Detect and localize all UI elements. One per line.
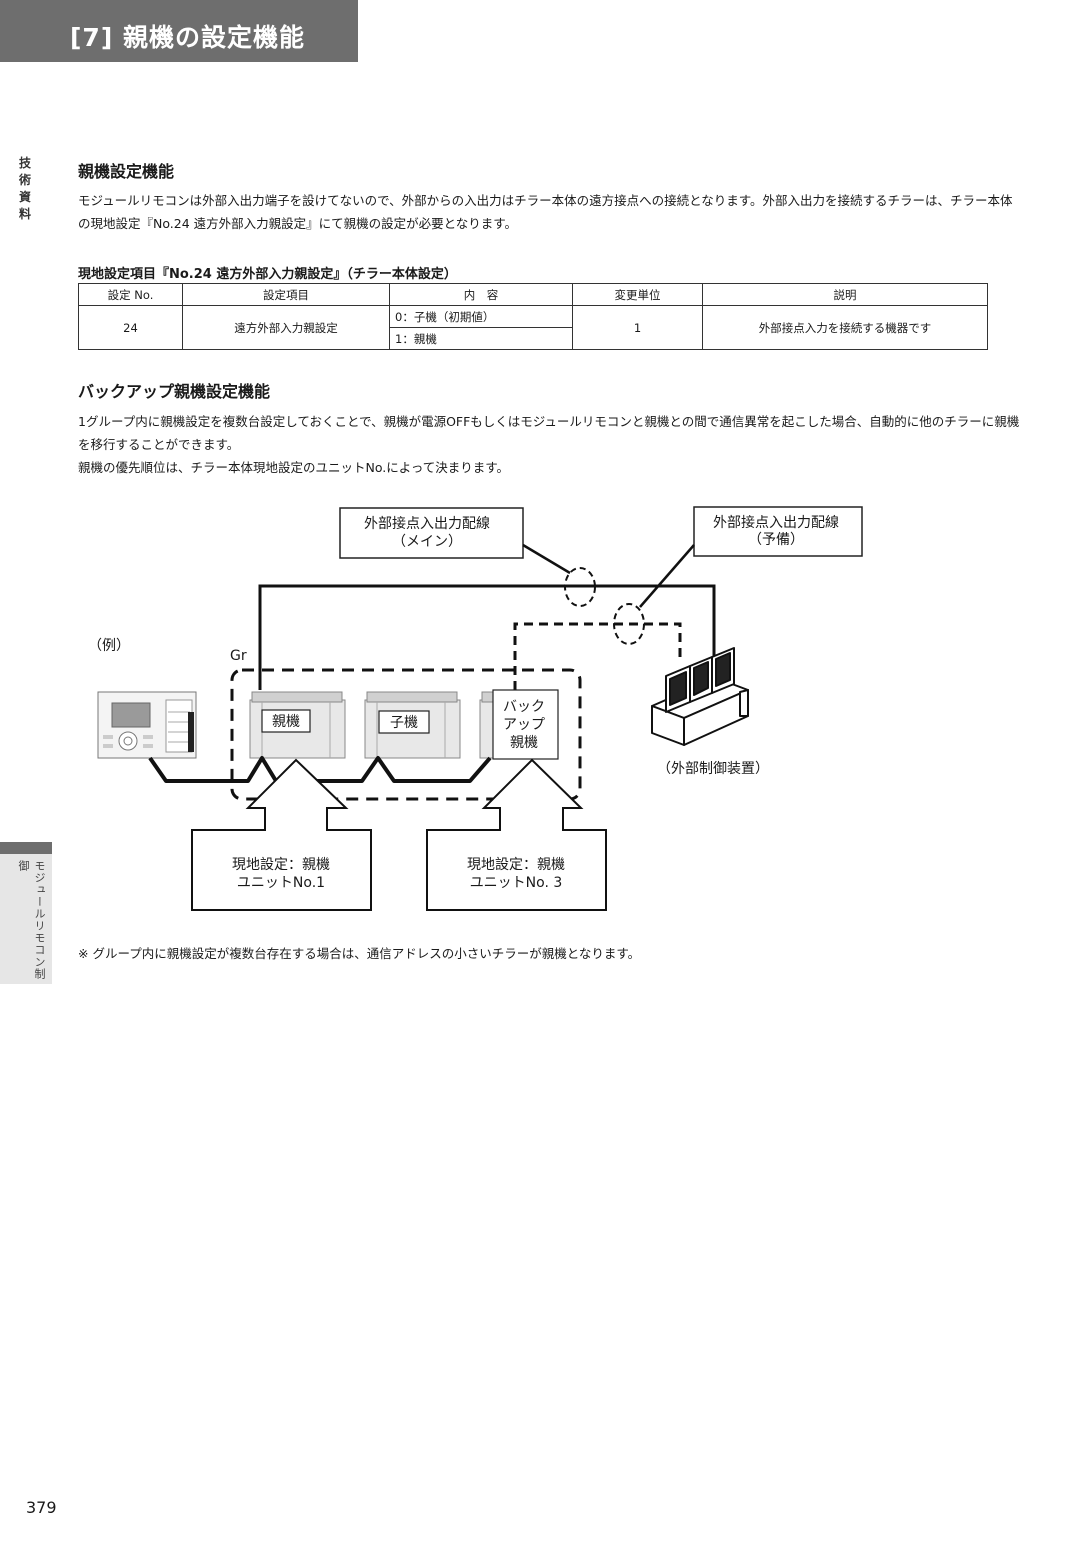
table-row: 24 遠方外部入力親設定 0：子機（初期値） 1 外部接点入力を接続する機器です bbox=[78, 305, 988, 350]
section-heading-backup-master: バックアップ親機設定機能 bbox=[78, 382, 271, 401]
section-body-backup-2: 親機の優先順位は、チラー本体現地設定のユニットNo.によって決まります。 bbox=[78, 460, 510, 475]
label-slave-box bbox=[378, 710, 430, 734]
section-body-backup-1: 1グループ内に親機設定を複数台設定しておくことで、親機が電源OFFもしくはモジュ… bbox=[78, 414, 1020, 452]
table-title: 現地設定項目『No.24 遠方外部入力親設定』（チラー本体設定） bbox=[78, 267, 457, 282]
box-wiring-backup-line1: 外部接点入出力配線 bbox=[713, 514, 839, 531]
box-wiring-main-line2: （メイン） bbox=[392, 534, 462, 550]
wiring-main-line bbox=[258, 584, 716, 690]
cell-desc: 外部接点入力を接続する機器です bbox=[702, 305, 988, 350]
callout-unit3-line1: 現地設定：親機 bbox=[467, 857, 565, 873]
label-master: 親機 bbox=[272, 714, 300, 730]
communication-wiring bbox=[148, 756, 492, 783]
external-device-label: （外部制御装置） bbox=[657, 761, 769, 777]
chapter-header: [7] 親機の設定機能 bbox=[0, 0, 358, 62]
cell-unit: 1 bbox=[572, 305, 703, 350]
cell-content-0: 0：子機（初期値） bbox=[389, 305, 573, 328]
callout-unit1-line2: ユニットNo.1 bbox=[237, 875, 325, 891]
label-master-box bbox=[261, 709, 311, 733]
side-tab: モジュールリモコン制御 bbox=[0, 854, 52, 984]
col-header-unit: 変更単位 bbox=[572, 283, 703, 306]
group-boundary bbox=[230, 668, 582, 801]
box-wiring-backup-line2: （予備） bbox=[748, 532, 804, 548]
col-header-no: 設定 No. bbox=[78, 283, 183, 306]
wiring-backup-line bbox=[513, 622, 682, 690]
callout-unit1-line1: 現地設定：親機 bbox=[232, 857, 330, 873]
col-header-item: 設定項目 bbox=[182, 283, 390, 306]
highlight-ellipse-backup bbox=[613, 603, 645, 645]
label-backup-box bbox=[492, 689, 559, 760]
cell-item: 遠方外部入力親設定 bbox=[182, 305, 390, 350]
box-wiring-main bbox=[339, 507, 524, 559]
footnote: ※ グループ内に親機設定が複数台存在する場合は、通信アドレスの小さいチラーが親機… bbox=[78, 946, 641, 961]
side-label-technical: 技術資料 bbox=[14, 155, 36, 223]
col-header-desc: 説明 bbox=[702, 283, 988, 306]
callout-unit1 bbox=[191, 758, 372, 911]
label-slave: 子機 bbox=[390, 715, 418, 731]
side-tab-marker bbox=[0, 842, 52, 854]
leader-main bbox=[522, 543, 571, 575]
external-control-device-icon bbox=[651, 647, 749, 746]
label-backup-line2: アップ bbox=[503, 717, 545, 733]
chapter-title: [7] 親機の設定機能 bbox=[70, 23, 305, 52]
section-heading-master-setting: 親機設定機能 bbox=[78, 162, 175, 181]
label-backup-line3: 親機 bbox=[510, 735, 538, 751]
remote-controller-icon bbox=[97, 691, 197, 759]
page-number: 379 bbox=[26, 1498, 57, 1517]
cell-no: 24 bbox=[78, 305, 183, 350]
example-label: （例） bbox=[88, 638, 130, 654]
callout-unit3 bbox=[426, 758, 607, 911]
side-label-text: 技術資料 bbox=[18, 156, 31, 221]
leader-backup bbox=[639, 544, 695, 608]
box-wiring-backup bbox=[693, 506, 863, 557]
cell-content-1: 1：親機 bbox=[389, 327, 573, 350]
col-header-content: 内 容 bbox=[389, 283, 573, 306]
group-label: Gr bbox=[230, 648, 247, 664]
system-diagram: 外部接点入出力配線 （メイン） 外部接点入出力配線 （予備） （例） Gr bbox=[88, 506, 863, 911]
table-row: 1：親機 bbox=[79, 327, 988, 350]
side-tab-label: モジュールリモコン制御 bbox=[17, 860, 46, 980]
box-wiring-main-line1: 外部接点入出力配線 bbox=[364, 515, 490, 532]
table-header-row: 設定 No. 設定項目 内 容 変更単位 説明 bbox=[78, 283, 988, 306]
highlight-ellipse-main bbox=[564, 567, 596, 607]
settings-table: 設定 No. 設定項目 内 容 変更単位 説明 24 遠方外部入力親設定 0：子… bbox=[78, 283, 988, 350]
callout-unit3-line2: ユニットNo. 3 bbox=[470, 875, 563, 891]
label-backup-line1: バック bbox=[503, 699, 545, 715]
section-body-master-setting: モジュールリモコンは外部入出力端子を設けてないので、外部からの入出力はチラー本体… bbox=[78, 193, 1013, 231]
